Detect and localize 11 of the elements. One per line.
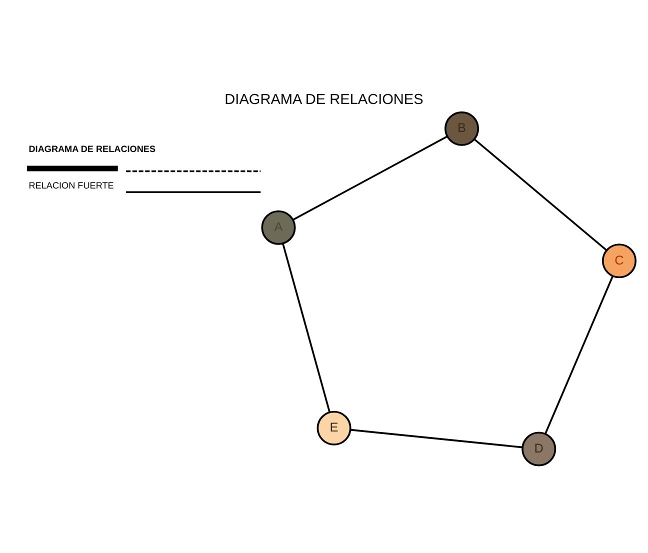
connector <box>474 138 608 250</box>
node-circle: E <box>316 410 352 445</box>
legend-label: RELACION FUERTE <box>28 180 114 190</box>
connector <box>292 135 448 220</box>
node-circle: C <box>602 243 637 278</box>
connector <box>282 242 330 412</box>
connector <box>350 428 523 448</box>
node-circle: D <box>522 431 556 466</box>
label: DIAGRAMA DE RELACIONES <box>28 144 156 154</box>
connector <box>544 275 614 434</box>
diagram-title: DIAGRAMA DE RELACIONES <box>224 91 424 108</box>
